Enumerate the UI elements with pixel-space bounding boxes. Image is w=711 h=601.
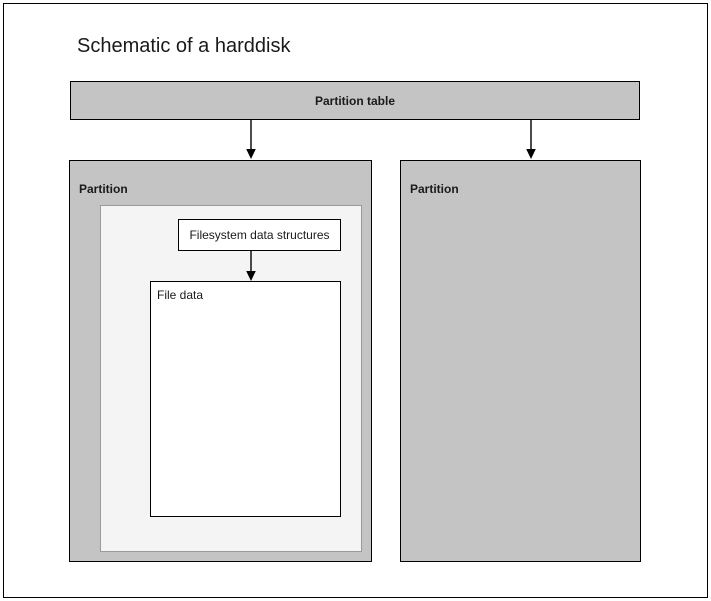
file-data-label: File data xyxy=(157,288,204,302)
page-title: Schematic of a harddisk xyxy=(77,35,291,57)
partition-table-box[interactable]: Partition table xyxy=(70,81,640,120)
filesystem-data-structures-label: Filesystem data structures xyxy=(189,228,330,242)
arrow-down-to-file-data xyxy=(243,251,259,282)
partition-table-label: Partition table xyxy=(314,93,395,108)
partition-box-right[interactable]: Partition xyxy=(400,160,641,562)
partition-right-label: Partition xyxy=(410,182,459,196)
filesystem-data-structures-box[interactable]: Filesystem data structures xyxy=(178,219,341,251)
arrow-down-to-left-partition xyxy=(243,120,259,160)
file-data-box[interactable]: File data xyxy=(150,281,341,517)
partition-left-label: Partition xyxy=(79,182,128,196)
arrow-down-to-right-partition xyxy=(523,120,539,160)
